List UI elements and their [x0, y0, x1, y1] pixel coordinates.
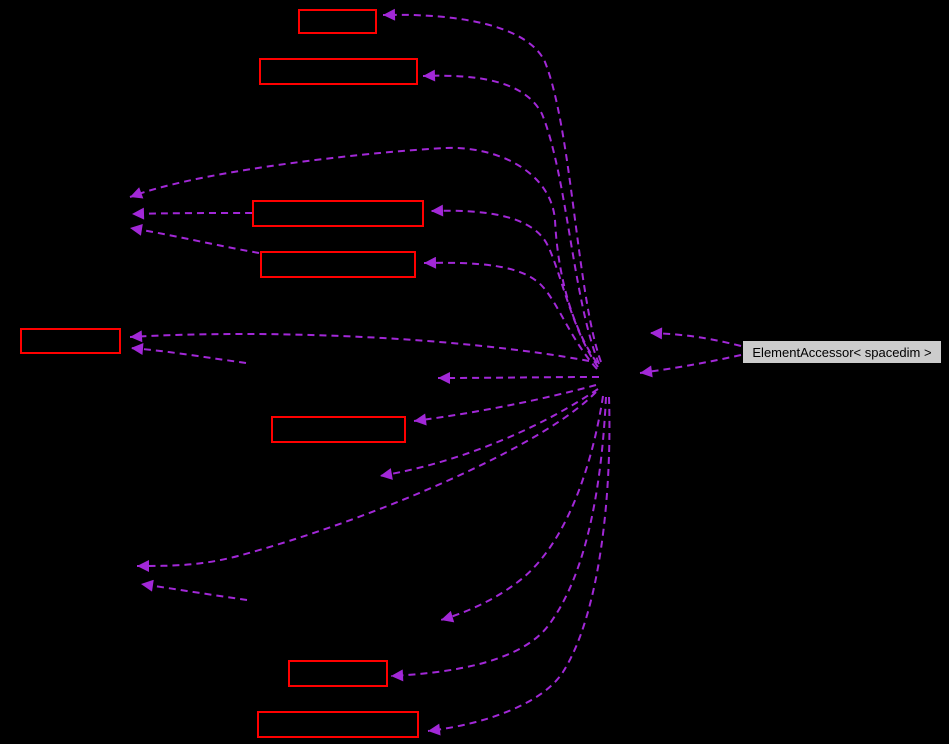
element-accessor-node[interactable]: ElementAccessor< spacedim > — [742, 340, 942, 364]
class-node-1[interactable] — [298, 9, 377, 34]
edge-hub-to-hidden-node-mid-low — [379, 388, 599, 480]
element-accessor-label: ElementAccessor< spacedim > — [752, 344, 932, 360]
edge-element-accessor-to-hub-upper — [649, 327, 742, 347]
class-node-5[interactable] — [20, 328, 121, 354]
edge-mid-hidden-node-to-node-5-lower — [130, 342, 247, 364]
edge-hub-to-node-8 — [427, 396, 611, 736]
edge-hub-to-node-6 — [413, 384, 597, 426]
class-node-2[interactable] — [259, 58, 418, 85]
edge-hub-to-node-2 — [422, 69, 600, 365]
class-node-7[interactable] — [288, 660, 388, 687]
edge-node-3-to-left-hidden-node — [131, 207, 253, 220]
class-node-4[interactable] — [260, 251, 416, 278]
edge-hub-to-left-hidden-node-low-upper — [136, 391, 597, 572]
edge-node-4-to-left-hidden-node — [129, 223, 260, 254]
edge-hub-to-node-5-upper — [129, 330, 590, 362]
edge-bottom-hidden-node-to-left-hidden-node-low — [140, 579, 248, 601]
edge-hub-to-node-1 — [382, 8, 602, 363]
edge-hub-to-mid-hidden-node — [437, 371, 600, 384]
edge-hub-to-node-7 — [390, 396, 607, 682]
edge-hub-to-left-hidden-node-top — [129, 146, 598, 364]
class-node-3[interactable] — [252, 200, 424, 227]
edge-hub-to-bottom-hidden-node — [440, 395, 604, 623]
class-node-8[interactable] — [257, 711, 419, 738]
edge-hub-to-node-4 — [423, 256, 598, 370]
edge-element-accessor-to-hub-lower — [639, 354, 742, 378]
class-node-6[interactable] — [271, 416, 406, 443]
